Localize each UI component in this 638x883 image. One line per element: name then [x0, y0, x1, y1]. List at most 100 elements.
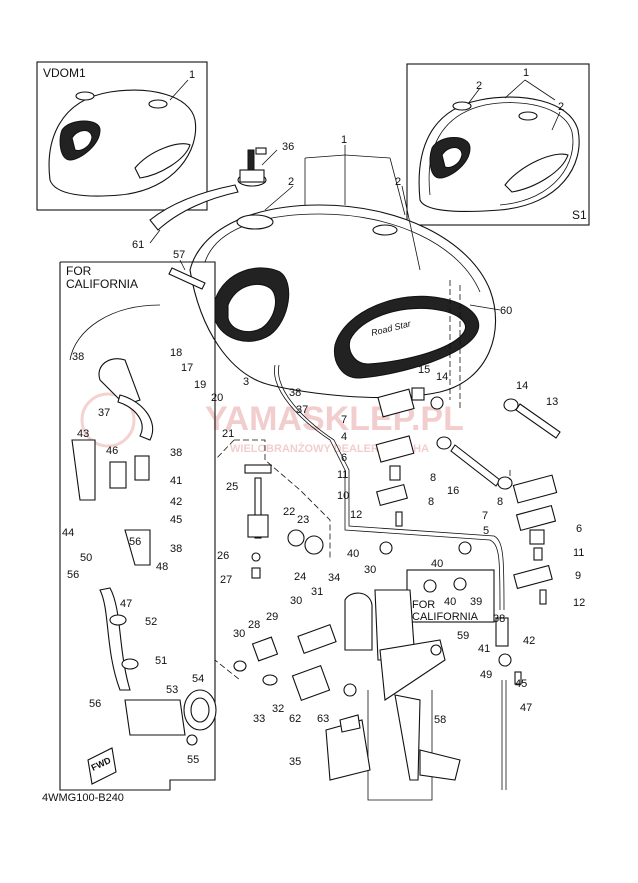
- callout: 2: [288, 176, 294, 188]
- callout: 34: [328, 572, 340, 584]
- callout: 31: [311, 586, 323, 598]
- callout: 48: [156, 561, 168, 573]
- fuel-cap: [237, 147, 267, 187]
- callout: 37: [98, 407, 110, 419]
- callout: 50: [80, 552, 92, 564]
- callout: 51: [155, 655, 167, 667]
- inset-s1-label: S1: [572, 208, 587, 222]
- callout: 37: [296, 404, 308, 416]
- callout: 25: [226, 481, 238, 493]
- callout: 8: [430, 472, 436, 484]
- callout: 63: [317, 713, 329, 725]
- callout: 18: [170, 347, 182, 359]
- callout: 2: [395, 176, 401, 188]
- callout: 40: [431, 558, 443, 570]
- callout: 44: [62, 527, 74, 539]
- callout: 15: [418, 364, 430, 376]
- callout: 56: [67, 569, 79, 581]
- callout: 5: [483, 525, 489, 537]
- callout: 1: [523, 67, 529, 79]
- callout: 6: [576, 523, 582, 535]
- california-right-line2: CALIFORNIA: [412, 611, 479, 623]
- callout: 1: [189, 69, 195, 81]
- callout: 28: [248, 619, 260, 631]
- callout: 24: [294, 571, 306, 583]
- callout: 14: [436, 371, 448, 383]
- callout: 1: [341, 134, 347, 146]
- callout: 61: [132, 239, 144, 251]
- callout: 30: [364, 564, 376, 576]
- fwd-arrow-icon: FWD: [87, 747, 117, 785]
- callout: 30: [233, 628, 245, 640]
- callout: 56: [89, 698, 101, 710]
- callout: 38: [493, 613, 505, 625]
- callout: 30: [290, 595, 302, 607]
- callout: 59: [457, 630, 469, 642]
- petcock-group: [214, 439, 331, 681]
- callout: 2: [476, 80, 482, 92]
- callout: 20: [211, 392, 223, 404]
- callout-labels: 1 1 1 2 2 2 2 36 61 57 60 18 17 19 20 3 …: [62, 67, 585, 768]
- callout: 14: [516, 380, 528, 392]
- callout: 4: [341, 431, 347, 443]
- callout: 11: [337, 469, 348, 481]
- inset-california-left: FOR CALIFORNIA: [59, 261, 217, 791]
- california-left-line2: CALIFORNIA: [66, 277, 138, 291]
- callout: 10: [337, 490, 349, 502]
- diagram-code: 4WMG100-B240: [42, 792, 124, 804]
- callout: 12: [350, 509, 362, 521]
- callout: 16: [447, 485, 459, 497]
- callout: 42: [170, 496, 182, 508]
- callout: 27: [220, 574, 232, 586]
- callout: 45: [515, 678, 527, 690]
- callout: 38: [170, 447, 182, 459]
- callout: 49: [480, 669, 492, 681]
- callout: 35: [289, 756, 301, 768]
- callout: 26: [217, 550, 229, 562]
- inset-vdom1-label: VDOM1: [43, 66, 86, 80]
- callout: 22: [283, 506, 295, 518]
- leader-lines: [149, 145, 501, 311]
- callout: 43: [77, 428, 89, 440]
- callout: 3: [243, 376, 249, 388]
- callout: 39: [470, 596, 482, 608]
- callout: 21: [222, 428, 234, 440]
- callout: 53: [166, 684, 178, 696]
- callout: 8: [497, 496, 503, 508]
- callout: 46: [106, 445, 118, 457]
- callout: 9: [575, 570, 581, 582]
- callout: 57: [173, 249, 185, 261]
- callout: 54: [192, 673, 204, 685]
- pump-filter-group: [233, 589, 446, 702]
- callout: 41: [478, 643, 490, 655]
- callout: 32: [272, 703, 284, 715]
- callout: 40: [347, 548, 359, 560]
- callout: 33: [253, 713, 265, 725]
- callout: 17: [181, 362, 193, 374]
- callout: 23: [297, 514, 309, 526]
- california-right-line1: FOR: [412, 599, 435, 611]
- callout: 2: [558, 101, 564, 113]
- breather-hose: [168, 267, 206, 290]
- california-left-line1: FOR: [66, 264, 92, 278]
- bracket-group: [325, 690, 461, 801]
- callout: 56: [129, 536, 141, 548]
- callout: 7: [482, 510, 488, 522]
- callout: 62: [289, 713, 301, 725]
- callout: 52: [145, 616, 157, 628]
- callout: 38: [72, 351, 84, 363]
- fuel-hose-37: [274, 364, 501, 611]
- callout: 36: [282, 141, 294, 153]
- callout: 40: [444, 596, 456, 608]
- callout: 7: [341, 414, 347, 426]
- callout: 55: [187, 754, 199, 766]
- mount-hardware: [375, 280, 561, 790]
- inset-s1: S1: [406, 63, 590, 226]
- callout: 47: [520, 702, 532, 714]
- watermark-main: YAMASKLEP.PL: [205, 400, 464, 438]
- callout: 42: [523, 635, 535, 647]
- inset-vdom1: VDOM1: [36, 61, 208, 211]
- callout: 19: [194, 379, 206, 391]
- callout: 11: [573, 547, 584, 559]
